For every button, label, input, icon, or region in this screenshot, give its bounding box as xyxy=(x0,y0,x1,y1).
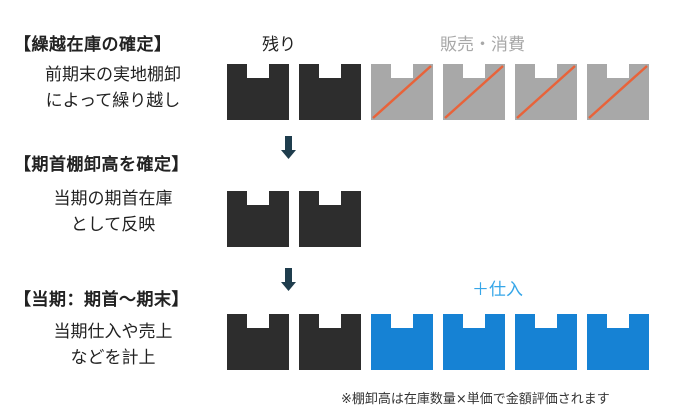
strike-line-row1-2 xyxy=(444,65,504,119)
remaining-box-row2-2 xyxy=(299,191,361,247)
step3-heading: 【当期：期首〜期末】 xyxy=(14,290,189,310)
step2-line1: 当期の期首在庫 xyxy=(53,189,173,209)
strike-line-row1-4 xyxy=(588,65,648,119)
arrow-step1-to-step2 xyxy=(281,136,296,159)
step3-description: 当期仕入や売上 などを計上 xyxy=(24,319,202,371)
step1-heading: 【繰越在庫の確定】 xyxy=(14,35,172,55)
consumed-label: 販売・消費 xyxy=(440,35,525,55)
step2-heading: 【期首棚卸高を確定】 xyxy=(14,155,189,175)
remaining-label: 残り xyxy=(262,35,296,55)
remaining-box-row1-1 xyxy=(227,64,289,120)
strike-line-row1-1 xyxy=(372,65,432,119)
remaining-box-row3-2 xyxy=(299,314,361,370)
step1-line2: によって繰り越し xyxy=(45,91,181,111)
inventory-boxes xyxy=(227,64,649,370)
remaining-box-row1-2 xyxy=(299,64,361,120)
arrow-step2-to-step3 xyxy=(281,268,296,291)
strike-line-row1-3 xyxy=(516,65,576,119)
step1-line1: 前期末の実地棚卸 xyxy=(45,65,181,85)
purchased-label: ＋仕入 xyxy=(472,280,523,300)
step3-line2: などを計上 xyxy=(70,348,156,368)
purchased-box-row3-3 xyxy=(515,314,577,370)
purchased-box-row3-1 xyxy=(371,314,433,370)
step3-line1: 当期仕入や売上 xyxy=(53,322,173,342)
step1-description: 前期末の実地棚卸 によって繰り越し xyxy=(24,62,202,114)
step2-line2: として反映 xyxy=(70,215,156,235)
step2-description: 当期の期首在庫 として反映 xyxy=(24,186,202,238)
footnote: ※棚卸高は在庫数量×単価で金額評価されます xyxy=(341,392,610,407)
remaining-box-row3-1 xyxy=(227,314,289,370)
purchased-box-row3-4 xyxy=(587,314,649,370)
remaining-box-row2-1 xyxy=(227,191,289,247)
purchased-box-row3-2 xyxy=(443,314,505,370)
